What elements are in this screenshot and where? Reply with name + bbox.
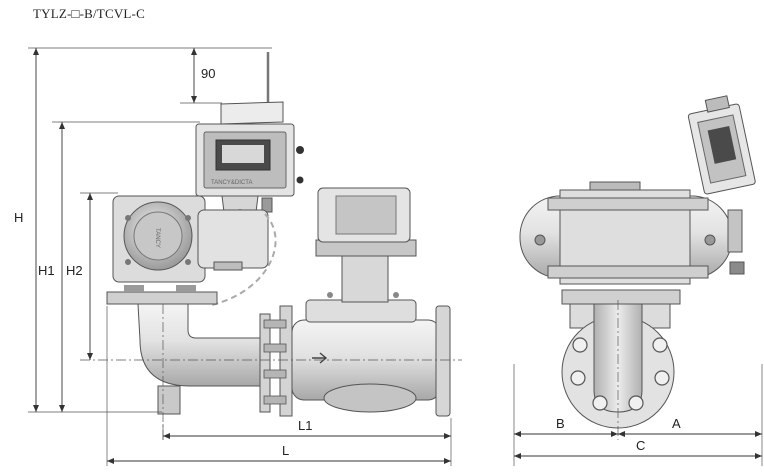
dim-l1: L1 <box>163 418 451 439</box>
svg-text:H: H <box>14 210 23 225</box>
dim-l: L <box>107 443 451 464</box>
connector-icon <box>296 176 304 184</box>
screw-icon <box>125 215 131 221</box>
flange-bolts <box>263 319 287 405</box>
screw-icon <box>393 292 399 298</box>
outlet-flange <box>435 305 451 417</box>
dim-b: B <box>514 416 618 437</box>
side-meter-head <box>687 95 756 195</box>
svg-text:90: 90 <box>201 66 215 81</box>
screw-icon <box>327 292 333 298</box>
dim-top: 90 <box>191 48 215 103</box>
svg-text:A: A <box>672 416 681 431</box>
counter-logo: TANCY <box>154 228 160 248</box>
svg-text:C: C <box>636 438 645 453</box>
front-view: TANCY&DICTA TANCY <box>106 52 451 417</box>
dim-h2: H2 <box>66 193 93 360</box>
swing-arc <box>211 213 277 306</box>
side-extension-lines <box>513 364 763 466</box>
screw-icon <box>125 259 131 265</box>
svg-text:L: L <box>282 443 289 458</box>
flow-arrow-icon <box>312 352 328 364</box>
inlet-flange <box>259 313 271 413</box>
antenna-base <box>220 101 284 125</box>
screw-icon <box>185 215 191 221</box>
side-top-flange <box>561 289 681 305</box>
dim-a: A <box>618 416 762 437</box>
top-flange <box>106 291 218 305</box>
screw-icon <box>704 234 716 246</box>
svg-text:H2: H2 <box>66 263 83 278</box>
screw-icon <box>185 259 191 265</box>
svg-text:H1: H1 <box>38 263 55 278</box>
extension-lines <box>28 47 452 466</box>
side-flange-bolts <box>570 337 670 411</box>
model-title: TYLZ-□-B/TCVL-C <box>33 6 145 21</box>
side-view <box>519 95 756 429</box>
elbow-pipe <box>137 303 271 387</box>
connector-icon <box>296 146 304 154</box>
svg-text:B: B <box>556 416 565 431</box>
dim-h: H <box>14 48 39 412</box>
dim-h1: H1 <box>38 122 65 412</box>
dim-c: C <box>514 438 762 459</box>
screw-icon <box>534 234 546 246</box>
svg-text:L1: L1 <box>298 418 312 433</box>
meter-head: TANCY&DICTA <box>195 123 304 197</box>
meter-logo: TANCY&DICTA <box>211 180 252 186</box>
